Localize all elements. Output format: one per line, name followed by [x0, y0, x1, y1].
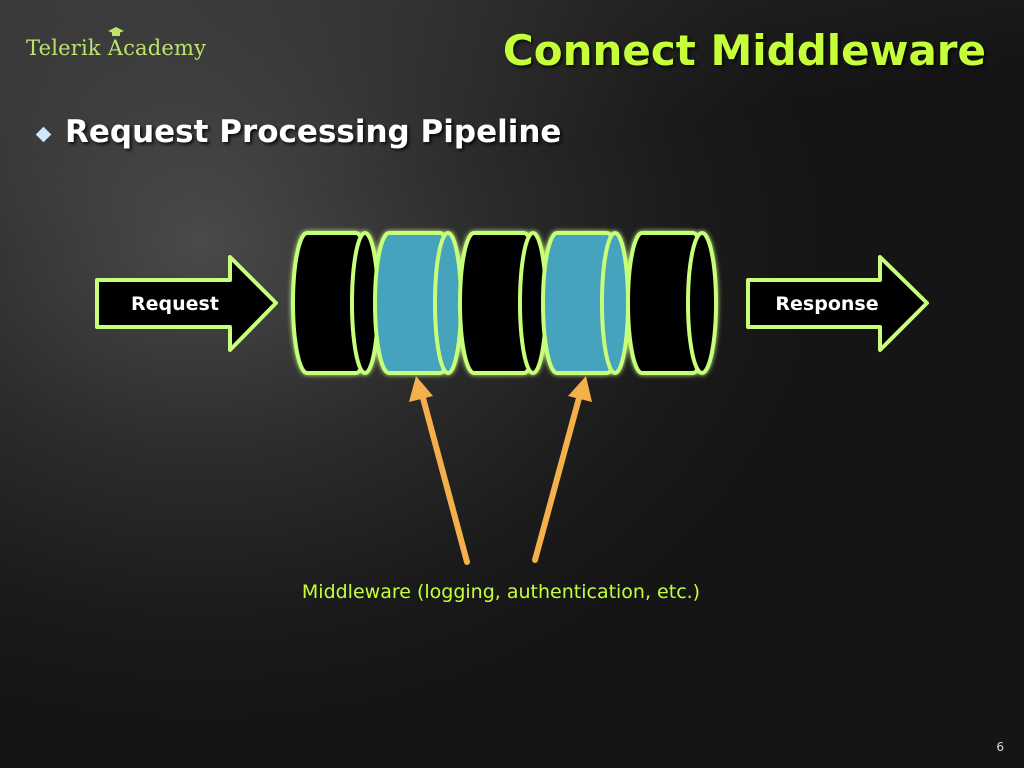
response-label: Response — [775, 293, 878, 315]
pipeline — [291, 231, 718, 375]
middleware-pointer-left — [409, 376, 470, 565]
logo-text: Telerik Academy — [26, 36, 207, 60]
middleware-pointer-right — [532, 376, 592, 563]
pipeline-segment-4 — [541, 231, 630, 375]
logo: Telerik Academy — [26, 27, 207, 60]
pipeline-segment-5 — [626, 231, 718, 375]
page-number: 6 — [996, 740, 1004, 754]
slide-title: Connect Middleware — [502, 26, 986, 75]
bullet-text: Request Processing Pipeline — [65, 114, 562, 150]
graduation-cap-icon — [108, 27, 124, 36]
bullet-item: Request Processing Pipeline — [35, 114, 562, 150]
pipeline-segment-3 — [458, 231, 548, 375]
pipeline-segment-1 — [291, 231, 380, 375]
request-label: Request — [131, 293, 219, 315]
request-arrow: Request — [95, 255, 278, 352]
pipeline-segment-2 — [373, 231, 463, 375]
middleware-caption: Middleware (logging, authentication, etc… — [301, 581, 701, 603]
response-arrow: Response — [746, 255, 929, 352]
